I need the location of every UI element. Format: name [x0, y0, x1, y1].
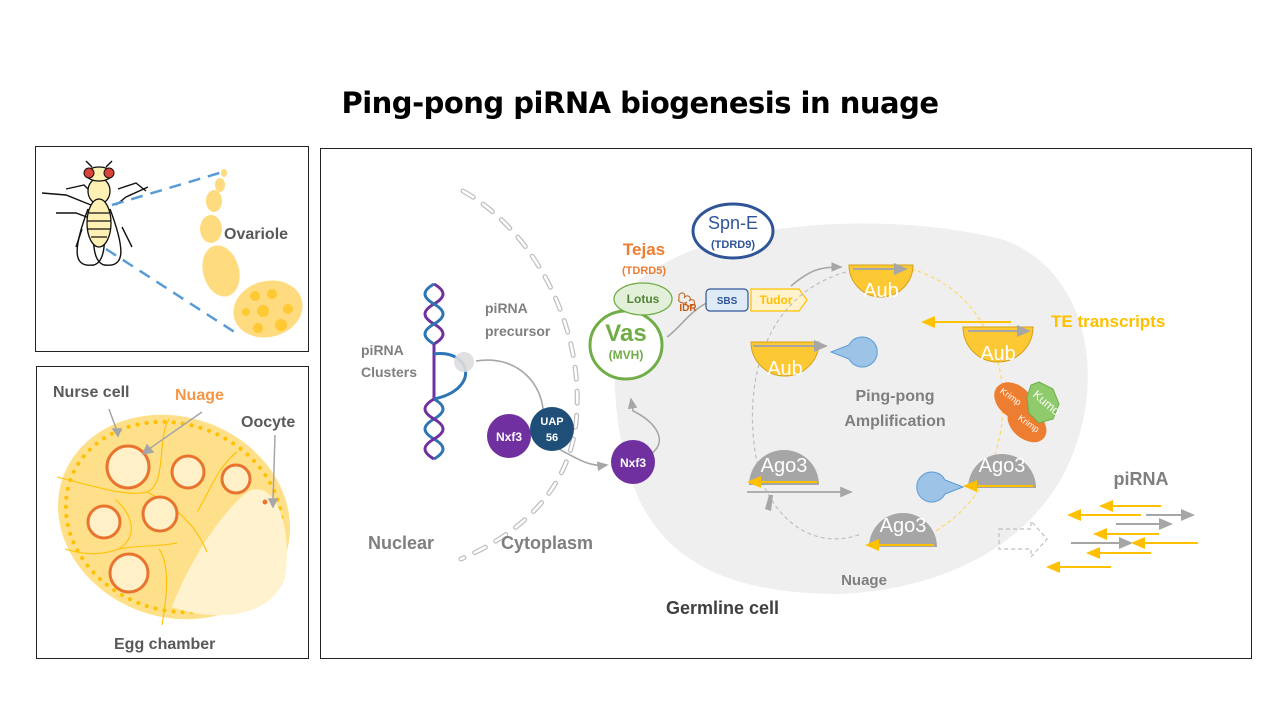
nurse-cell-pointer — [108, 408, 118, 432]
egg-chamber-panel: Nurse cell Nuage Oocyte Egg chamber — [36, 366, 309, 659]
pol2-complex — [454, 352, 474, 372]
aub-protein-right: Aub — [962, 325, 1034, 365]
nxf3-nuclear — [487, 414, 531, 458]
tejas-alias: (TDRD5) — [622, 265, 666, 277]
svg-text:56: 56 — [546, 432, 558, 444]
svg-text:Clusters: Clusters — [361, 364, 417, 380]
nurse-cell-label: Nurse cell — [53, 384, 129, 401]
lotus-domain — [613, 282, 673, 316]
arrowhead-icon — [267, 498, 279, 509]
cleavage-site-icon — [765, 495, 773, 511]
svg-text:UAP: UAP — [540, 416, 563, 428]
svg-text:Aub: Aub — [767, 358, 803, 380]
ago3-protein-left: Ago3 — [747, 450, 819, 488]
pirna-label: piRNA — [1114, 469, 1169, 489]
svg-text:Ago3: Ago3 — [761, 455, 808, 477]
fly-eye — [83, 167, 95, 179]
svg-text:Aub: Aub — [980, 343, 1016, 365]
aub-protein-top: Aub — [848, 263, 914, 302]
svg-text:Nxf3: Nxf3 — [496, 430, 522, 444]
germline-cell-label: Germline cell — [666, 598, 779, 618]
idr-region-icon — [678, 292, 696, 307]
svg-text:Aub: Aub — [863, 280, 899, 302]
te-transcripts-label: TE transcripts — [1051, 312, 1165, 331]
fly-abdomen — [86, 198, 112, 248]
output-block-arrow — [998, 519, 1048, 559]
svg-text:Amplification: Amplification — [844, 413, 945, 430]
svg-text:Ago3: Ago3 — [979, 455, 1026, 477]
svg-text:(TDRD9): (TDRD9) — [711, 239, 755, 251]
tejas-label: Tejas — [623, 240, 665, 259]
pingpong-cycle-arrow — [910, 268, 1004, 540]
sbs-domain — [705, 288, 749, 312]
ago3-protein-bottom: Ago3 — [865, 513, 937, 551]
slicer-pacman-icon — [916, 471, 965, 503]
cytoplasm-label: Cytoplasm — [501, 533, 593, 553]
svg-text:Ago3: Ago3 — [880, 515, 927, 537]
pirna-precursor-label: piRNA — [485, 300, 528, 316]
svg-text:SBS: SBS — [717, 296, 738, 307]
arrowhead-icon — [141, 443, 155, 456]
oocyte-region — [172, 489, 287, 616]
zoom-line — [105, 247, 237, 335]
oocyte-pointer — [272, 434, 276, 502]
svg-text:precursor: precursor — [485, 323, 551, 339]
vasa-to-aub-arrow — [790, 262, 843, 287]
pirna-output-arrows — [1046, 500, 1198, 573]
svg-text:(MVH): (MVH) — [609, 348, 644, 362]
pirna-clusters-label: piRNA — [361, 342, 404, 358]
ovariole-panel: Ovariole — [35, 146, 309, 352]
precursor-transcript — [475, 359, 544, 420]
germline-cell-panel: Nxf3 UAP 56 Nxf3 piRNA Clusters piRNA pr… — [320, 148, 1252, 659]
pingpong-diagram: Nxf3 UAP 56 Nxf3 piRNA Clusters piRNA pr… — [361, 188, 1198, 618]
oocyte-nuage-dot — [262, 499, 268, 505]
egg-chamber-label: Egg chamber — [114, 636, 215, 653]
ovariole-label: Ovariole — [224, 226, 288, 243]
svg-text:Vas: Vas — [605, 320, 646, 347]
uap56 — [530, 407, 574, 451]
slicer-pacman-icon — [829, 336, 878, 368]
svg-text:Lotus: Lotus — [627, 292, 660, 306]
pingpong-cycle-arrow — [751, 271, 862, 540]
dna-helix-icon — [423, 282, 467, 461]
nuage-main-label: Nuage — [841, 572, 887, 589]
svg-text:Tudor: Tudor — [759, 293, 792, 307]
nuage-label: Nuage — [175, 387, 224, 404]
ovariole-illustration: Ovariole — [41, 160, 303, 338]
svg-text:Spn-E: Spn-E — [708, 213, 758, 233]
krimp-kumo-complex: Krimp Krimp Kumo — [994, 381, 1063, 443]
svg-text:IDR: IDR — [679, 303, 697, 314]
aub-protein-left: Aub — [750, 340, 828, 380]
pingpong-label: Ping-pong — [855, 388, 934, 405]
spne-protein — [691, 202, 775, 260]
ago3-protein-right: Ago3 — [963, 454, 1036, 492]
egg-chamber-illustration: Nurse cell Nuage Oocyte Egg chamber — [53, 384, 295, 653]
fly-eye — [103, 167, 115, 179]
tudor-domain — [750, 288, 808, 312]
figure-title: Ping-pong piRNA biogenesis in nuage — [341, 86, 939, 120]
svg-text:Nxf3: Nxf3 — [620, 456, 646, 470]
nuclear-label: Nuclear — [368, 533, 434, 553]
nxf3-cytoplasm — [611, 440, 655, 484]
oocyte-label: Oocyte — [241, 414, 295, 431]
nuclei-with-nuage — [86, 444, 252, 594]
export-arrow — [558, 448, 609, 471]
nuage-region — [614, 223, 1088, 594]
nuage-entry-arrow — [627, 397, 661, 455]
arrowhead-icon — [111, 428, 123, 438]
nuclear-envelope — [458, 188, 580, 562]
nuage-pointer — [148, 411, 203, 450]
